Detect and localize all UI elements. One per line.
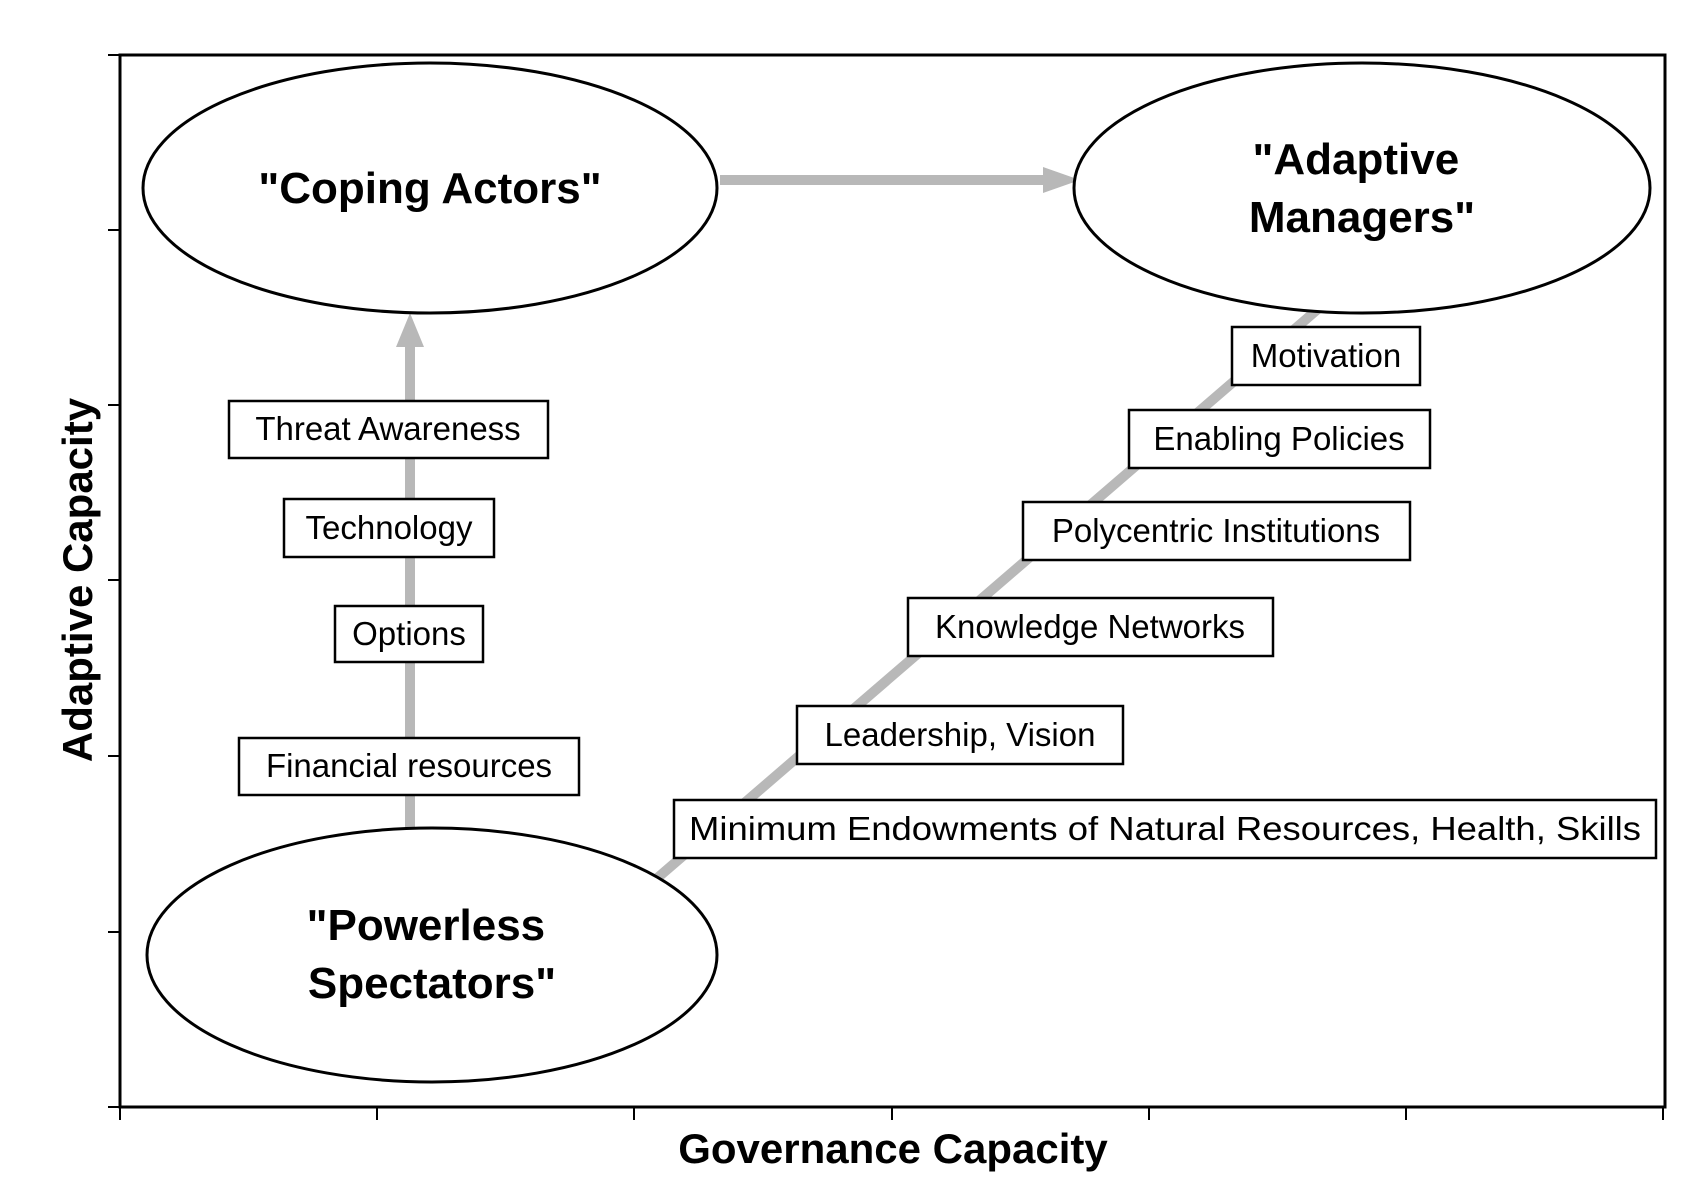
coping-actors-label: "Coping Actors" bbox=[258, 164, 601, 213]
node-adaptive-managers: "Adaptive Managers" bbox=[1072, 61, 1652, 315]
factor-enabling-policies: Enabling Policies bbox=[1127, 408, 1432, 470]
left-path-factors: Threat Awareness Technology Options Fina… bbox=[227, 399, 581, 797]
factor-options: Options bbox=[333, 604, 485, 664]
factor-label: Polycentric Institutions bbox=[1052, 512, 1380, 549]
factor-label: Motivation bbox=[1251, 337, 1401, 374]
factor-box bbox=[1021, 500, 1412, 562]
factor-motivation: Motivation bbox=[1230, 325, 1422, 387]
factor-box bbox=[282, 497, 496, 559]
factor-box bbox=[237, 736, 581, 797]
diagonal-path-factors: Motivation Enabling Policies Polycentric… bbox=[672, 325, 1658, 860]
factor-technology: Technology bbox=[282, 497, 496, 559]
adaptive-managers-ellipse bbox=[1072, 61, 1652, 315]
factor-box bbox=[906, 596, 1275, 658]
x-axis-title: Governance Capacity bbox=[678, 1125, 1108, 1172]
x-axis-ticks bbox=[119, 1107, 1664, 1120]
factor-label: Technology bbox=[306, 509, 473, 546]
factor-knowledge-networks: Knowledge Networks bbox=[906, 596, 1275, 658]
y-axis-ticks bbox=[108, 54, 120, 1108]
horizontal-arrow-head bbox=[1043, 167, 1080, 193]
factor-box bbox=[333, 604, 485, 664]
coping-actors-ellipse bbox=[141, 61, 719, 315]
factor-box bbox=[1230, 325, 1422, 387]
factor-box bbox=[672, 798, 1658, 860]
svg-text:"Coping Actors": "Coping Actors" bbox=[258, 164, 601, 213]
factor-box bbox=[795, 704, 1125, 766]
factor-box bbox=[227, 399, 550, 460]
factor-leadership-vision: Leadership, Vision bbox=[795, 704, 1125, 766]
factor-label: Knowledge Networks bbox=[935, 608, 1245, 645]
powerless-spectators-label-line2: Spectators" bbox=[308, 959, 556, 1008]
factor-label: Enabling Policies bbox=[1153, 420, 1404, 457]
y-axis-title: Adaptive Capacity bbox=[54, 397, 101, 762]
factor-label: Minimum Endowments of Natural Resources,… bbox=[689, 810, 1641, 847]
vertical-arrow-head bbox=[396, 313, 424, 347]
factor-financial-resources: Financial resources bbox=[237, 736, 581, 797]
powerless-spectators-label-line1: "Powerless bbox=[307, 901, 546, 950]
factor-label: Financial resources bbox=[266, 747, 552, 784]
factor-polycentric-institutions: Polycentric Institutions bbox=[1021, 500, 1412, 562]
factor-label: Options bbox=[352, 615, 466, 652]
factor-label: Leadership, Vision bbox=[825, 716, 1096, 753]
node-coping-actors: "Coping Actors" bbox=[141, 61, 719, 315]
factor-label: Threat Awareness bbox=[255, 410, 520, 447]
factor-threat-awareness: Threat Awareness bbox=[227, 399, 550, 460]
svg-text:"Powerless Spectators": "Powerless Spectators" bbox=[307, 901, 558, 1008]
factor-minimum-endowments: Minimum Endowments of Natural Resources,… bbox=[672, 798, 1658, 860]
diagonal-arrow-shaft bbox=[651, 286, 1344, 884]
adaptive-managers-label-line1: "Adaptive bbox=[1253, 135, 1460, 184]
svg-text:"Adaptive Managers": "Adaptive Managers" bbox=[1249, 135, 1475, 242]
adaptive-managers-label-line2: Managers" bbox=[1249, 193, 1475, 242]
node-powerless-spectators: "Powerless Spectators" bbox=[145, 826, 719, 1084]
factor-box bbox=[1127, 408, 1432, 470]
powerless-spectators-ellipse bbox=[145, 826, 719, 1084]
